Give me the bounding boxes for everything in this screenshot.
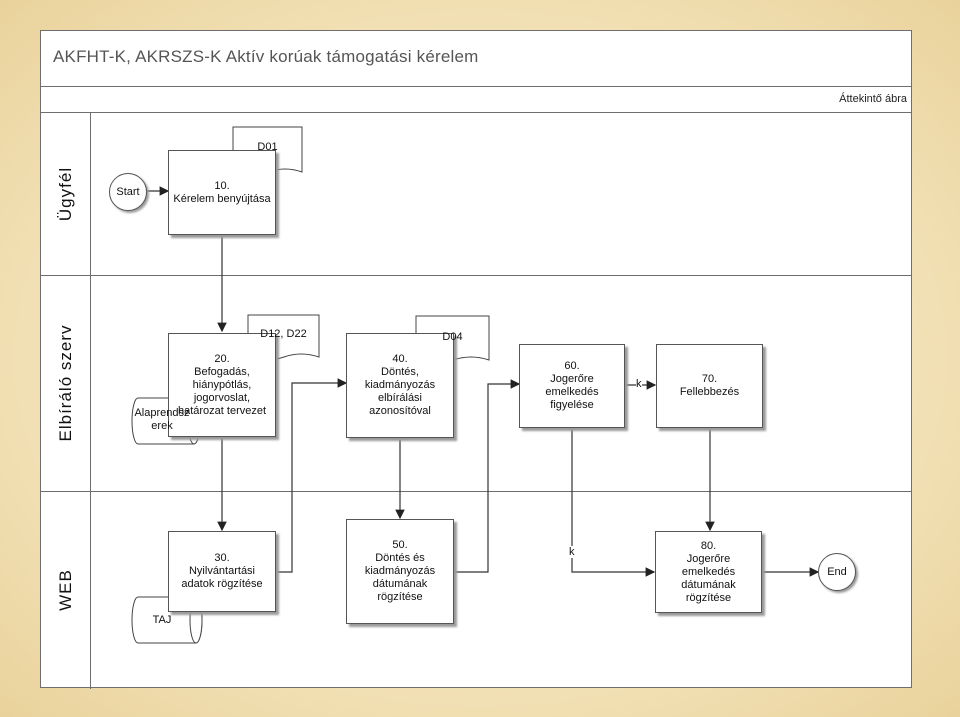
process-40-number: 40. xyxy=(392,353,408,365)
doc-d04: D04 xyxy=(442,331,463,343)
lane-elbiralo: Elbíráló szerv xyxy=(41,275,91,491)
lane-separator-2 xyxy=(41,491,911,492)
process-70-text: Fellebbezés xyxy=(679,386,740,398)
process-80-number: 80. xyxy=(700,539,717,552)
diagram-title: AKFHT-K, AKRSZS-K Aktív korúak támogatás… xyxy=(53,47,479,66)
process-10[interactable]: 10. Kérelem benyújtása xyxy=(168,150,276,235)
title-divider xyxy=(41,86,911,87)
process-20-number: 20. xyxy=(214,352,230,365)
process-50-text: Döntés és kiadmányozás dátumának rögzíté… xyxy=(364,552,436,603)
edge-label-60-80: k xyxy=(569,546,575,558)
lane-web: WEB xyxy=(41,491,91,689)
process-20[interactable]: 20. Befogadás, hiánypótlás, jogorvoslat,… xyxy=(168,333,276,437)
edge-label-60-70: k xyxy=(636,378,642,390)
process-30-text: Nyilvántartási adatok rögzítése xyxy=(181,565,263,590)
db-taj: TAJ xyxy=(152,614,172,626)
end-node[interactable]: End xyxy=(818,553,856,591)
lane-separator-1 xyxy=(41,275,911,276)
process-50[interactable]: 50. Döntés és kiadmányozás dátumának rög… xyxy=(346,519,454,624)
process-80-text: Jogerőre emelkedés dátumának rögzítése xyxy=(681,552,736,604)
edge-60-80 xyxy=(571,428,656,577)
db-alaprendszerek: Alaprendszerek xyxy=(134,407,190,432)
start-node[interactable]: Start xyxy=(109,173,147,211)
process-10-number: 10. xyxy=(214,179,230,192)
process-10-text: Kérelem benyújtása xyxy=(173,192,271,205)
process-70[interactable]: 70. Fellebbezés xyxy=(656,344,763,428)
process-40[interactable]: 40. Döntés, kiadmányozás elbírálási azon… xyxy=(346,333,454,438)
process-60[interactable]: 60. Jogerőre emelkedés figyelése xyxy=(519,344,625,428)
edge-50-60 xyxy=(455,379,521,573)
process-60-number: 60. xyxy=(564,360,580,372)
doc-d12-d22: D12, D22 xyxy=(260,328,307,340)
process-70-number: 70. xyxy=(701,373,718,385)
process-30[interactable]: 30. Nyilvántartási adatok rögzítése xyxy=(168,531,276,612)
doc-d01: D01 xyxy=(257,141,278,153)
header-bar: Áttekintő ábra xyxy=(41,87,911,113)
edge-30-40 xyxy=(276,378,348,573)
process-60-text: Jogerőre emelkedés figyelése xyxy=(545,373,599,411)
process-30-number: 30. xyxy=(214,552,230,564)
process-80[interactable]: 80. Jogerőre emelkedés dátumának rögzíté… xyxy=(655,531,762,613)
process-20-text: Befogadás, hiánypótlás, jogorvoslat, hat… xyxy=(177,365,267,417)
lane-ugyfel: Ügyfél xyxy=(41,113,91,275)
process-40-text: Döntés, kiadmányozás elbírálási azonosít… xyxy=(364,366,436,417)
overview-label: Áttekintő ábra xyxy=(839,93,907,105)
process-50-number: 50. xyxy=(392,539,408,551)
